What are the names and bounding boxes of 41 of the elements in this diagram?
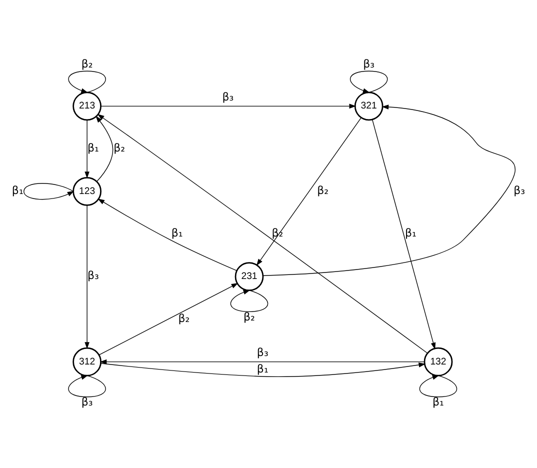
edge-label: β₃ <box>81 396 93 409</box>
edge-label: β₁ <box>405 226 416 240</box>
edge-label: β₁ <box>12 184 24 197</box>
edge-label: β₂ <box>317 184 329 197</box>
arrow <box>419 375 458 398</box>
edge-label: β₃ <box>514 184 526 197</box>
edge-label: β₃ <box>222 90 234 104</box>
arrow <box>256 117 362 266</box>
arrow <box>98 282 238 356</box>
node-circle: 123 <box>72 176 102 206</box>
edge-label: β₁ <box>432 396 444 409</box>
edge-label: β₃ <box>363 58 375 71</box>
arrow <box>262 104 516 276</box>
arrow <box>100 362 426 377</box>
arrow <box>97 114 428 354</box>
edge-label: β₂ <box>114 141 126 154</box>
arrow <box>68 70 106 93</box>
arrow <box>230 290 268 312</box>
arrow <box>84 205 90 349</box>
arrow <box>98 198 237 271</box>
arrow <box>24 183 74 200</box>
node-circle: 321 <box>354 92 384 121</box>
arrow <box>96 116 114 182</box>
arrow <box>84 120 90 178</box>
edge-label: β₂ <box>81 58 93 71</box>
arrow <box>350 70 388 93</box>
edge-label: β₁ <box>88 141 99 154</box>
node-circle: 312 <box>72 347 102 376</box>
edge-label: β₃ <box>256 346 268 360</box>
edge-label: β₁ <box>256 362 268 376</box>
arrow <box>100 104 356 109</box>
arrow <box>100 359 425 364</box>
edge-label: β₃ <box>88 269 99 282</box>
arrow <box>68 375 106 398</box>
edge-label: β₂ <box>178 312 190 325</box>
node-circle: 213 <box>72 92 102 121</box>
edge-label: β₁ <box>171 226 183 240</box>
arrow <box>372 119 436 350</box>
node-circle: 231 <box>234 262 264 292</box>
node-circle: 132 <box>424 347 453 376</box>
edge-label: β₂ <box>244 310 255 324</box>
